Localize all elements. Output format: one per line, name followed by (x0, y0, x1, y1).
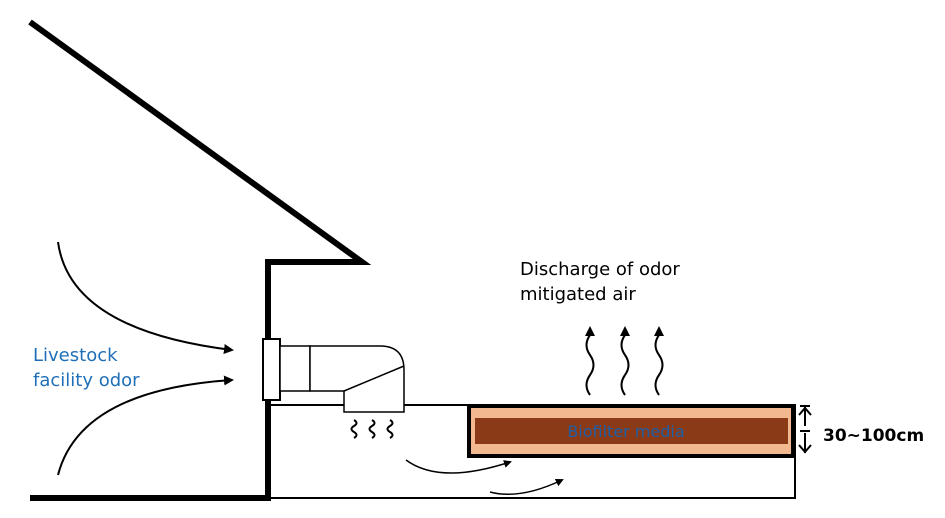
depth-dimension (798, 405, 812, 454)
odor-arrow-lower (57, 375, 234, 476)
discharge-label-line2: mitigated air (520, 284, 636, 305)
fan-duct-short (279, 345, 311, 392)
biofilter-media-label: Biofilter media (567, 422, 684, 441)
barn-roof (28, 19, 372, 501)
odor-arrow-upper (57, 241, 234, 354)
elbow-crease (343, 365, 405, 392)
airflow-arrow-lower-1 (405, 459, 512, 474)
biofilter-media-core (475, 418, 788, 444)
airflow-arrow-lower-2 (489, 478, 564, 495)
depth-label: 30~100cm (823, 426, 924, 446)
source-label-line2: facility odor (33, 370, 140, 391)
source-label-line1: Livestock (33, 345, 118, 366)
discharge-arrows (585, 326, 664, 396)
outlet-airflow-waves (350, 419, 394, 439)
fan-duct-elbow (309, 345, 405, 413)
discharge-label-line1: Discharge of odor (520, 259, 680, 280)
fan-housing (262, 338, 281, 401)
